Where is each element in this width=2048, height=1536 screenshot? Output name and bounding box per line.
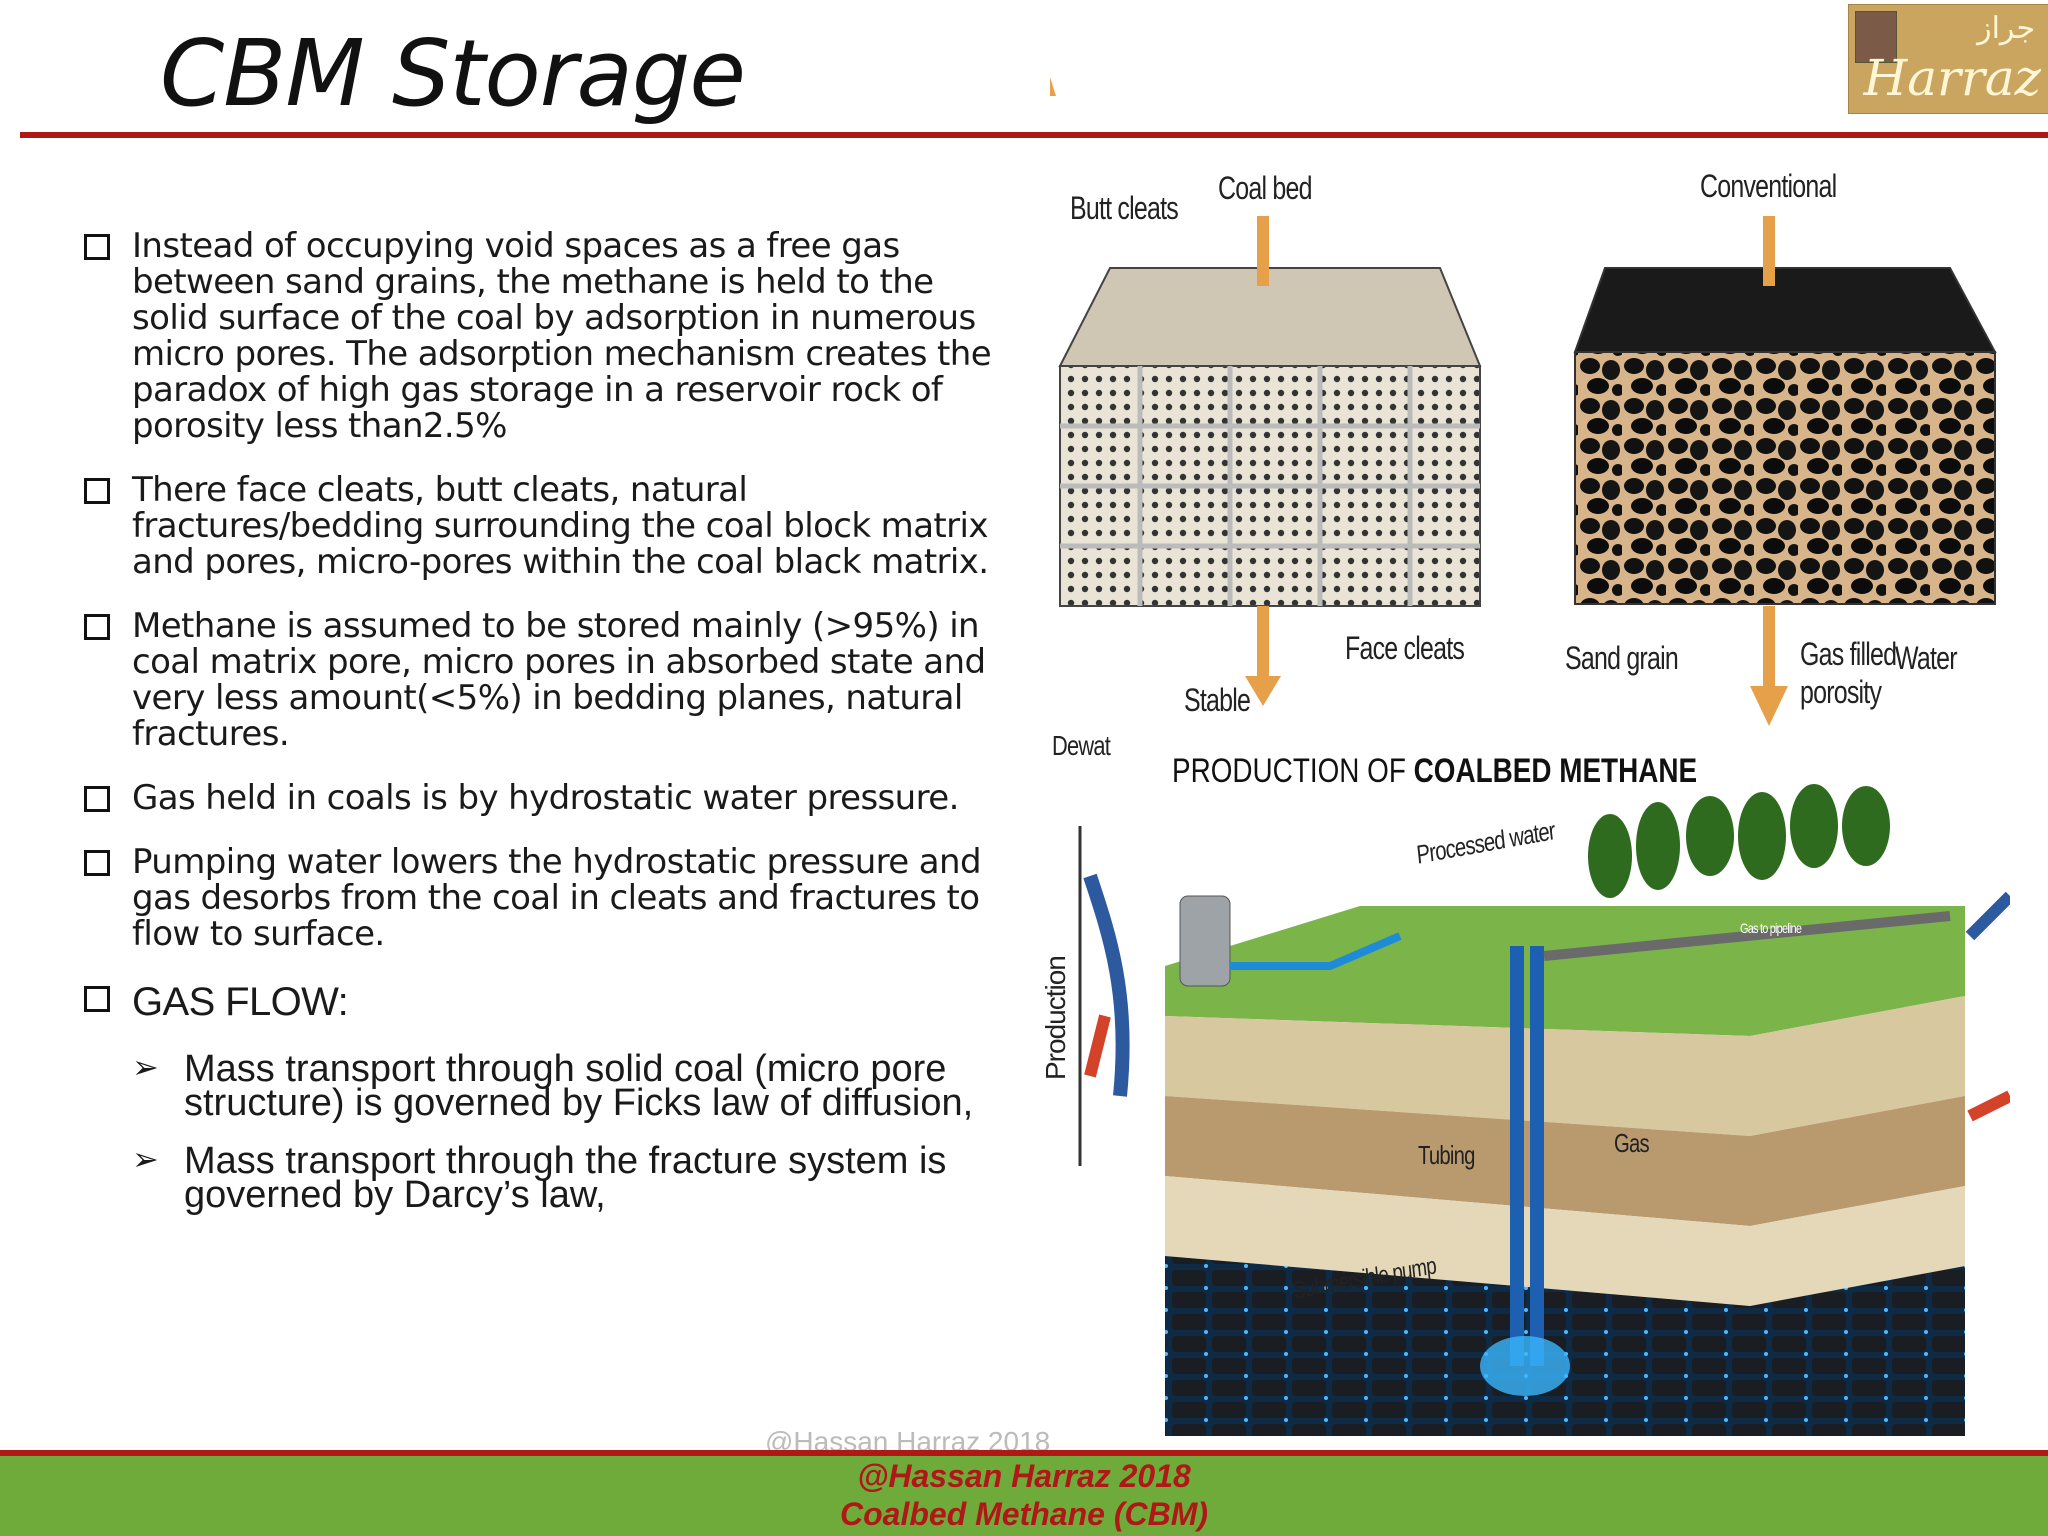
down-arrow-icon	[1257, 606, 1269, 676]
label-porosity: porosity	[1800, 674, 1882, 710]
coal-storage-figure	[1050, 77, 2010, 1456]
logo-name: Harraz	[1863, 49, 2041, 107]
bullet-item: There face cleats, butt cleats, natural …	[80, 472, 1010, 580]
harraz-logo: جراز Harraz	[1848, 4, 2048, 114]
footer-bar: @Hassan Harraz 2018 Coalbed Methane (CBM…	[0, 1456, 2048, 1536]
gas-flow-heading: GAS FLOW:	[80, 980, 1010, 1024]
label-water: Water	[1895, 640, 1958, 676]
checkbox-bullet-icon	[84, 614, 110, 640]
portrait-photo	[1855, 11, 1897, 63]
coalbed-methane-production-diagram	[1165, 736, 1965, 1456]
slide-title: CBM Storage	[160, 20, 746, 127]
logo-arabic-text: جراز	[1977, 11, 2035, 46]
conventional-sandstone-block	[1573, 216, 1997, 726]
trees	[1588, 784, 1890, 898]
checkbox-bullet-icon	[84, 478, 110, 504]
checkbox-bullet-icon	[84, 234, 110, 260]
label-face-cleats: Face cleats	[1345, 630, 1465, 666]
label-gas-to-pipeline: Gas to pipeline	[1740, 920, 1802, 936]
checkbox-bullet-icon	[84, 850, 110, 876]
well-tubing	[1510, 946, 1524, 1366]
footer-topic: Coalbed Methane (CBM)	[840, 1496, 1208, 1532]
down-arrow-icon	[1763, 606, 1775, 686]
down-arrow-icon	[1257, 216, 1269, 286]
checkbox-bullet-icon	[84, 786, 110, 812]
label-coal-bed: Coal bed	[1218, 170, 1312, 206]
label-conventional: Conventional	[1700, 168, 1837, 204]
label-gas: Gas	[1614, 1128, 1650, 1158]
coal-bed-block	[1050, 77, 1482, 706]
footer-author: @Hassan Harraz 2018	[857, 1458, 1191, 1494]
label-dewat: Dewat	[1052, 730, 1111, 761]
checkbox-bullet-icon	[84, 986, 110, 1012]
bullet-item: Pumping water lowers the hydrostatic pre…	[80, 844, 1010, 952]
label-gas-filled: Gas filled	[1800, 636, 1897, 672]
gas-flow-item: ➢Mass transport through the fracture sys…	[132, 1140, 947, 1216]
label-tubing: Tubing	[1418, 1140, 1475, 1170]
bottom-divider	[0, 1450, 2048, 1456]
bullet-item: Instead of occupying void spaces as a fr…	[80, 228, 1010, 444]
bullet-item: Gas held in coals is by hydrostatic wate…	[80, 780, 1010, 816]
bullet-list: Instead of occupying void spaces as a fr…	[80, 228, 1010, 1236]
down-arrow-icon	[1763, 216, 1775, 286]
label-sand-grain: Sand grain	[1565, 640, 1679, 676]
label-stable: Stable	[1184, 682, 1251, 718]
water-tank	[1179, 895, 1231, 987]
arrow-bullet-icon: ➢	[132, 1049, 159, 1085]
production-diagram-title: PRODUCTION OF COALBED METHANE	[1172, 752, 1698, 790]
label-butt-cleats: Butt cleats	[1070, 190, 1179, 226]
top-divider	[20, 132, 2048, 138]
gas-flow-item: ➢Mass transport through solid coal (micr…	[132, 1048, 974, 1124]
label-production-axis: Production	[1040, 956, 1071, 1080]
partial-production-chart	[1078, 826, 2010, 1166]
arrow-bullet-icon: ➢	[132, 1141, 159, 1177]
bullet-item: Methane is assumed to be stored mainly (…	[80, 608, 1010, 752]
